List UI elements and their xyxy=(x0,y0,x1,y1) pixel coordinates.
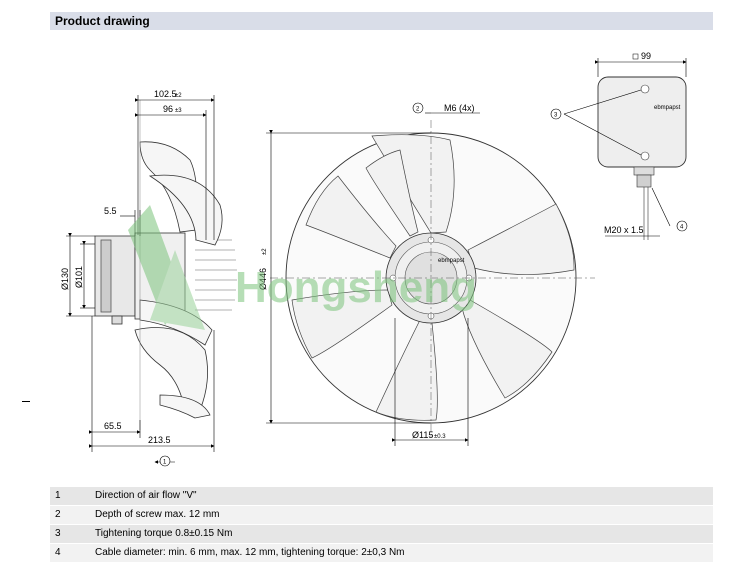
callout-3-circle xyxy=(550,108,562,120)
dim-130: Ø130 xyxy=(60,268,70,290)
section-header: Product drawing xyxy=(50,12,713,30)
note-text: Depth of screw max. 12 mm xyxy=(95,509,220,520)
notes-table: 1 Direction of air flow "V" 2 Depth of s… xyxy=(50,487,713,563)
dim-446: Ø446 xyxy=(258,268,268,290)
hub-logo: ebmpapst xyxy=(438,258,465,264)
callout-2-circle xyxy=(412,102,424,114)
technical-drawing: 102.5 ±2 96 ±3 5.5 Ø130 Ø101 65.5 213.5 … xyxy=(60,51,688,467)
dim-102-5: 102.5 xyxy=(154,89,177,99)
watermark-text: Hongsheng xyxy=(235,263,477,312)
dim-65-5: 65.5 xyxy=(104,421,122,431)
label-m20: M20 x 1.5 xyxy=(604,225,644,235)
dim-99: 99 xyxy=(641,51,651,61)
note-number: 4 xyxy=(55,547,61,558)
note-text: Tightening torque 0.8±0.15 Nm xyxy=(95,528,233,539)
dim-213-5: 213.5 xyxy=(148,435,171,445)
watermark: Hongsheng xyxy=(128,205,477,330)
callout-1-circle xyxy=(159,455,171,467)
dim-5-5: 5.5 xyxy=(104,206,117,216)
front-view xyxy=(270,120,595,440)
note-row: 1 Direction of air flow "V" xyxy=(50,487,713,505)
callout-1: 1 xyxy=(163,460,167,466)
note-row: 4 Cable diameter: min. 6 mm, max. 12 mm,… xyxy=(50,544,713,562)
dim-115-tol: ±0.3 xyxy=(434,434,446,440)
side-dimensions xyxy=(66,95,215,464)
note-number: 3 xyxy=(55,528,61,539)
note-row: 2 Depth of screw max. 12 mm xyxy=(50,506,713,524)
dim-115: Ø115 xyxy=(412,430,433,440)
note-row: 3 Tightening torque 0.8±0.15 Nm xyxy=(50,525,713,543)
section-title: Product drawing xyxy=(55,14,150,28)
callout-3: 3 xyxy=(554,113,558,119)
note-text: Cable diameter: min. 6 mm, max. 12 mm, t… xyxy=(95,547,405,558)
dim-446-tol: ±2 xyxy=(262,248,268,255)
box-logo: ebmpapst xyxy=(654,105,681,111)
front-dimensions xyxy=(266,112,480,446)
callout-4: 4 xyxy=(680,225,684,231)
dim-96-tol: ±3 xyxy=(175,108,182,114)
label-m6: M6 (4x) xyxy=(444,103,475,113)
note-text: Direction of air flow "V" xyxy=(95,490,197,501)
dim-102-5-tol: ±2 xyxy=(175,93,182,99)
callout-4-circle xyxy=(676,220,688,232)
dim-96: 96 xyxy=(163,104,173,114)
terminal-box-view xyxy=(597,76,687,240)
note-number: 2 xyxy=(55,509,61,520)
callout-2: 2 xyxy=(416,107,420,113)
square-symbol xyxy=(632,53,639,60)
note-number: 1 xyxy=(55,490,61,501)
terminal-dimensions xyxy=(563,58,687,237)
dim-101: Ø101 xyxy=(74,266,84,288)
margin-mark xyxy=(22,401,30,402)
